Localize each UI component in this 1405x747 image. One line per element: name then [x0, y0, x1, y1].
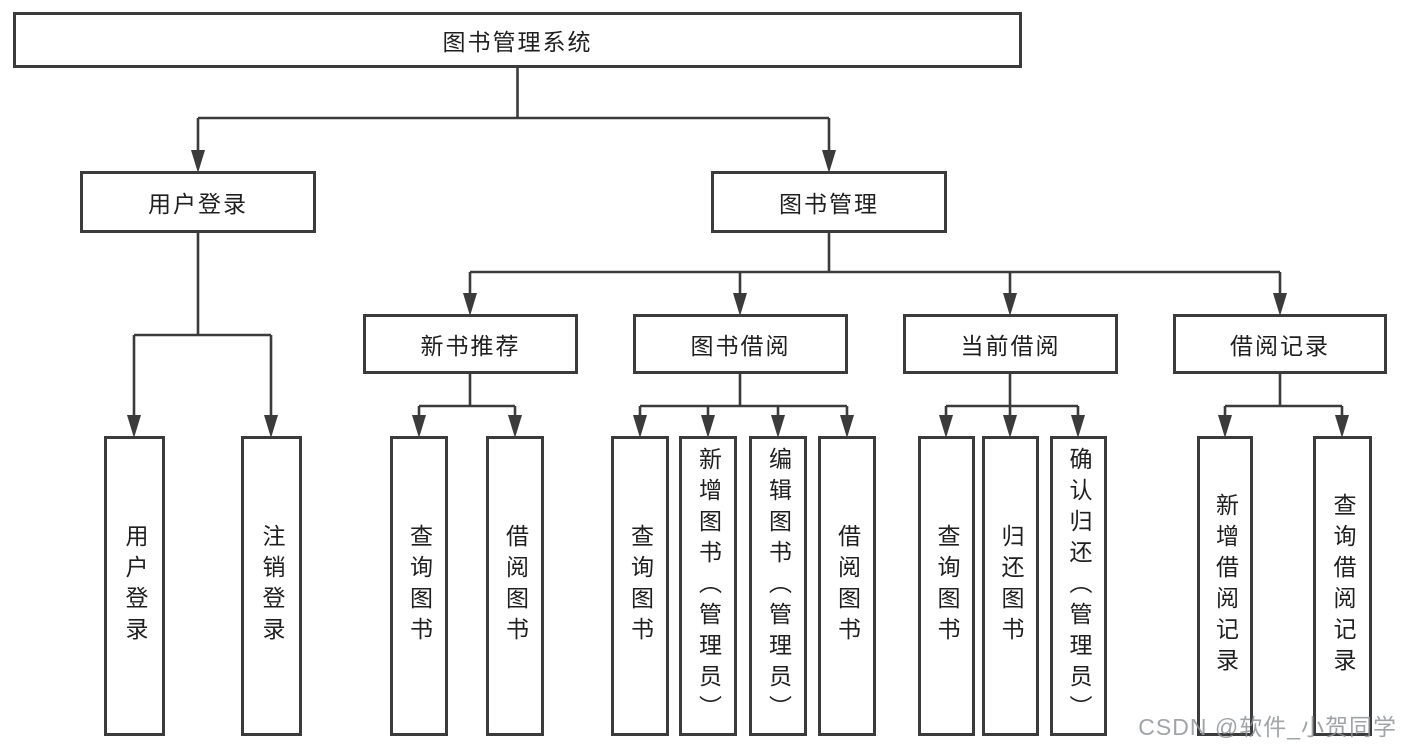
arrow-down-icon [1003, 293, 1017, 316]
arrow-down-icon [840, 415, 854, 438]
node-root-system: 图书管理系统 [13, 12, 1022, 68]
connector-current-borrow [939, 374, 1085, 438]
node-book-management-branch-label: 图书管理 [779, 191, 879, 217]
leaf-query-book-current: 查询图书 [918, 436, 975, 736]
arrow-down-icon [633, 415, 647, 438]
leaf-add-borrow-record: 新增借阅记录 [1197, 436, 1253, 736]
leaf-query-borrow-record: 查询借阅记录 [1313, 436, 1372, 736]
node-borrow-record-label: 借阅记录 [1230, 333, 1330, 359]
leaf-borrow-book: 借阅图书 [818, 436, 876, 736]
leaf-borrow-book-label: 借阅图书 [834, 524, 861, 648]
arrow-down-icon [508, 415, 522, 438]
node-root-system-label: 图书管理系统 [442, 29, 593, 55]
connector-borrow-record [1218, 374, 1349, 438]
arrow-down-icon [127, 415, 141, 438]
leaf-query-book-borrow: 查询图书 [611, 436, 669, 736]
leaf-edit-book-admin-label: 编辑图书（管理员） [765, 446, 792, 726]
connector-root [191, 68, 836, 173]
leaf-add-borrow-record-label: 新增借阅记录 [1212, 493, 1239, 679]
arrow-down-icon [939, 415, 953, 438]
arrow-down-icon [463, 293, 477, 316]
connector-book-borrow [633, 374, 854, 438]
node-book-borrow-label: 图书借阅 [690, 333, 791, 359]
arrow-down-icon [733, 293, 747, 316]
node-borrow-record: 借阅记录 [1173, 314, 1387, 374]
leaf-add-book-admin: 新增图书（管理员） [679, 436, 737, 736]
arrow-down-icon [771, 415, 785, 438]
leaf-logout: 注销登录 [241, 436, 302, 736]
node-book-management-branch: 图书管理 [711, 171, 947, 233]
node-current-borrow: 当前借阅 [903, 314, 1118, 374]
leaf-user-login: 用户登录 [104, 436, 165, 736]
leaf-query-book-current-label: 查询图书 [934, 524, 960, 648]
leaf-edit-book-admin: 编辑图书（管理员） [749, 436, 807, 736]
arrow-down-icon [1273, 293, 1287, 316]
arrow-down-icon [1003, 415, 1017, 438]
connector-new-book-recommend [412, 374, 522, 438]
leaf-query-book-borrow-label: 查询图书 [627, 524, 654, 648]
connector-book-management [463, 233, 1287, 316]
leaf-return-book-label: 归还图书 [998, 524, 1024, 648]
node-current-borrow-label: 当前借阅 [960, 333, 1061, 359]
node-user-login-branch-label: 用户登录 [148, 191, 248, 217]
leaf-query-borrow-record-label: 查询借阅记录 [1330, 493, 1356, 679]
leaf-query-book-recommend-label: 查询图书 [406, 524, 433, 648]
arrow-down-icon [701, 415, 715, 438]
node-book-borrow: 图书借阅 [633, 314, 848, 374]
connector-user-login [127, 233, 278, 438]
arrow-down-icon [1071, 415, 1085, 438]
leaf-borrow-book-recommend-label: 借阅图书 [502, 524, 529, 648]
leaf-add-book-admin-label: 新增图书（管理员） [695, 446, 722, 726]
leaf-confirm-return-admin-label: 确认归还（管理员） [1066, 446, 1092, 726]
arrow-down-icon [264, 415, 278, 438]
arrow-down-icon [191, 150, 205, 173]
node-new-book-recommend-label: 新书推荐 [420, 333, 521, 359]
leaf-return-book: 归还图书 [982, 436, 1039, 736]
arrow-down-icon [1218, 415, 1232, 438]
csdn-watermark: CSDN @软件_小贺同学 [1138, 714, 1397, 740]
arrow-down-icon [822, 150, 836, 173]
leaf-user-login-label: 用户登录 [122, 524, 148, 648]
leaf-borrow-book-recommend: 借阅图书 [486, 436, 544, 736]
leaf-confirm-return-admin: 确认归还（管理员） [1050, 436, 1107, 736]
leaf-query-book-recommend: 查询图书 [390, 436, 448, 736]
node-user-login-branch: 用户登录 [80, 171, 316, 233]
leaf-logout-label: 注销登录 [259, 524, 285, 648]
node-new-book-recommend: 新书推荐 [363, 314, 578, 374]
arrow-down-icon [1335, 415, 1349, 438]
arrow-down-icon [412, 415, 426, 438]
